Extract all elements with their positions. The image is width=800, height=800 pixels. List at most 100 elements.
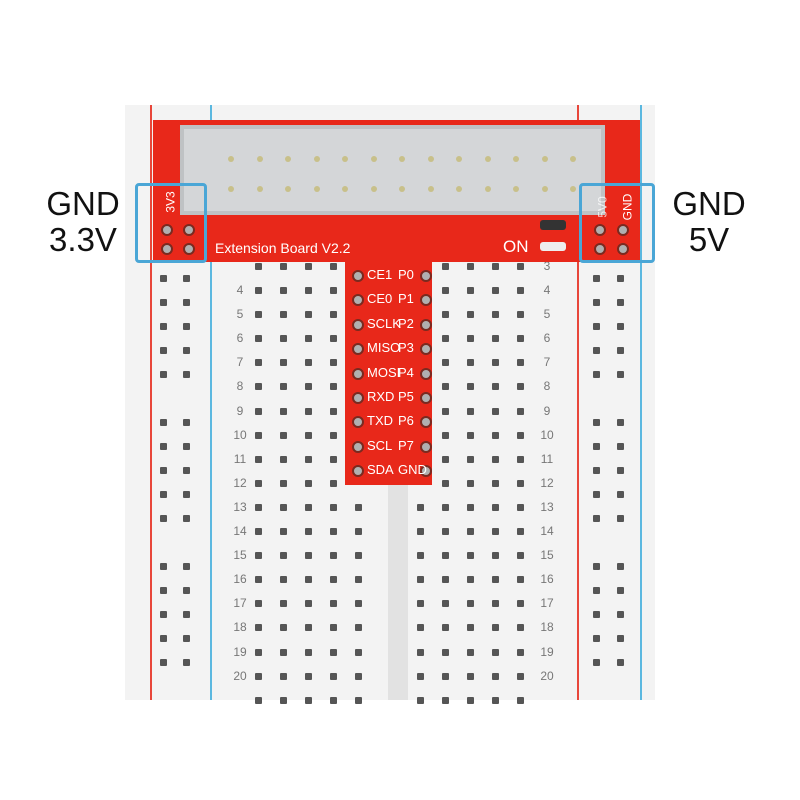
header-pin <box>570 186 576 192</box>
tie-point <box>255 672 262 680</box>
tie-point <box>442 600 449 608</box>
power-rail-hole <box>183 563 190 570</box>
tie-point <box>255 455 262 463</box>
tie-point <box>442 576 449 584</box>
tie-point <box>467 359 474 367</box>
power-rail-hole <box>593 299 600 306</box>
tie-point <box>280 648 287 656</box>
row-number: 15 <box>540 548 554 563</box>
pin-label-left: SCLK <box>367 315 401 331</box>
row-number: 5 <box>543 307 551 322</box>
tie-point <box>305 455 312 463</box>
tie-point <box>280 359 287 367</box>
power-rail-hole <box>593 611 600 618</box>
row-number: 20 <box>233 668 247 683</box>
pin-pad <box>352 294 364 307</box>
tie-point <box>517 528 524 535</box>
pin-label-right: P5 <box>398 389 414 404</box>
power-rail-hole <box>160 491 167 498</box>
tie-point <box>305 431 312 439</box>
power-rail-hole <box>160 467 167 474</box>
pin-pad <box>420 367 432 380</box>
tie-point <box>330 552 337 560</box>
tie-point <box>492 624 499 632</box>
tie-point <box>305 576 312 584</box>
tie-point <box>442 672 449 680</box>
pin-label-left: MOSI <box>367 364 401 380</box>
tie-point <box>492 335 499 343</box>
pin-pad <box>352 465 364 478</box>
tie-point <box>492 696 499 704</box>
power-rail-hole <box>160 275 167 282</box>
header-pin <box>427 186 434 192</box>
row-number: 19 <box>233 644 247 659</box>
header-pin <box>456 186 462 192</box>
power-rail-hole <box>160 611 167 618</box>
row-number: 12 <box>233 475 247 490</box>
header-pin <box>342 186 348 192</box>
row-number: 4 <box>236 283 244 297</box>
right-annotation-voltage: 5V <box>688 221 730 258</box>
power-rail-hole <box>617 347 624 354</box>
tie-point <box>255 503 262 511</box>
tie-point <box>442 431 449 439</box>
pin-label-right: P7 <box>398 437 414 453</box>
tie-point <box>255 552 262 560</box>
pin-label-right: P1 <box>398 291 414 307</box>
left-positive-rail-line <box>150 105 152 700</box>
tie-point <box>255 359 262 367</box>
tie-point <box>305 383 312 391</box>
tie-point <box>305 648 312 656</box>
tie-point <box>442 359 449 367</box>
power-rail-hole <box>617 323 624 330</box>
header-pin <box>285 156 291 162</box>
tie-point <box>330 335 337 343</box>
pin-pad <box>352 318 364 331</box>
tie-point <box>305 600 312 608</box>
pin-pad <box>420 465 432 478</box>
tie-point <box>442 479 449 487</box>
pin-pad <box>352 416 364 429</box>
tie-point <box>355 576 362 584</box>
tie-point <box>417 503 424 511</box>
row-number: 10 <box>233 427 247 442</box>
tie-point <box>442 311 449 319</box>
tie-point <box>305 672 312 680</box>
pin-label-right: P4 <box>398 364 414 380</box>
tie-point <box>442 455 449 463</box>
tie-point <box>492 455 499 463</box>
tie-point <box>467 600 474 608</box>
tie-point <box>467 479 474 487</box>
tie-point <box>492 431 499 439</box>
tie-point <box>442 335 449 343</box>
power-rail-hole <box>183 467 190 474</box>
tie-point <box>330 431 337 439</box>
tie-point <box>467 311 474 319</box>
power-rail-hole <box>617 611 624 618</box>
pin-label-left: SCL <box>367 437 393 453</box>
tie-point <box>280 600 287 608</box>
tie-point <box>330 287 337 294</box>
power-rail-hole <box>617 467 624 474</box>
row-number: 6 <box>543 331 551 346</box>
gpio-header-connector <box>180 125 605 215</box>
tie-point <box>255 383 262 391</box>
tie-point <box>305 262 312 270</box>
pin-pad <box>352 343 364 356</box>
tie-point <box>442 696 449 704</box>
row-number: 9 <box>236 403 244 418</box>
row-number: 16 <box>233 572 247 587</box>
tie-point <box>492 648 499 656</box>
left-negative-rail-line <box>210 105 212 700</box>
tie-point <box>355 696 362 704</box>
tie-point <box>280 479 287 487</box>
power-rail-hole <box>617 491 624 498</box>
row-number: 17 <box>233 596 247 611</box>
tie-point <box>355 672 362 680</box>
tie-point <box>467 503 474 511</box>
pin-label-left: TXD <box>367 413 393 429</box>
tie-point <box>280 576 287 584</box>
power-rail-hole <box>183 419 190 426</box>
tie-point <box>467 335 474 343</box>
tie-point <box>280 383 287 391</box>
